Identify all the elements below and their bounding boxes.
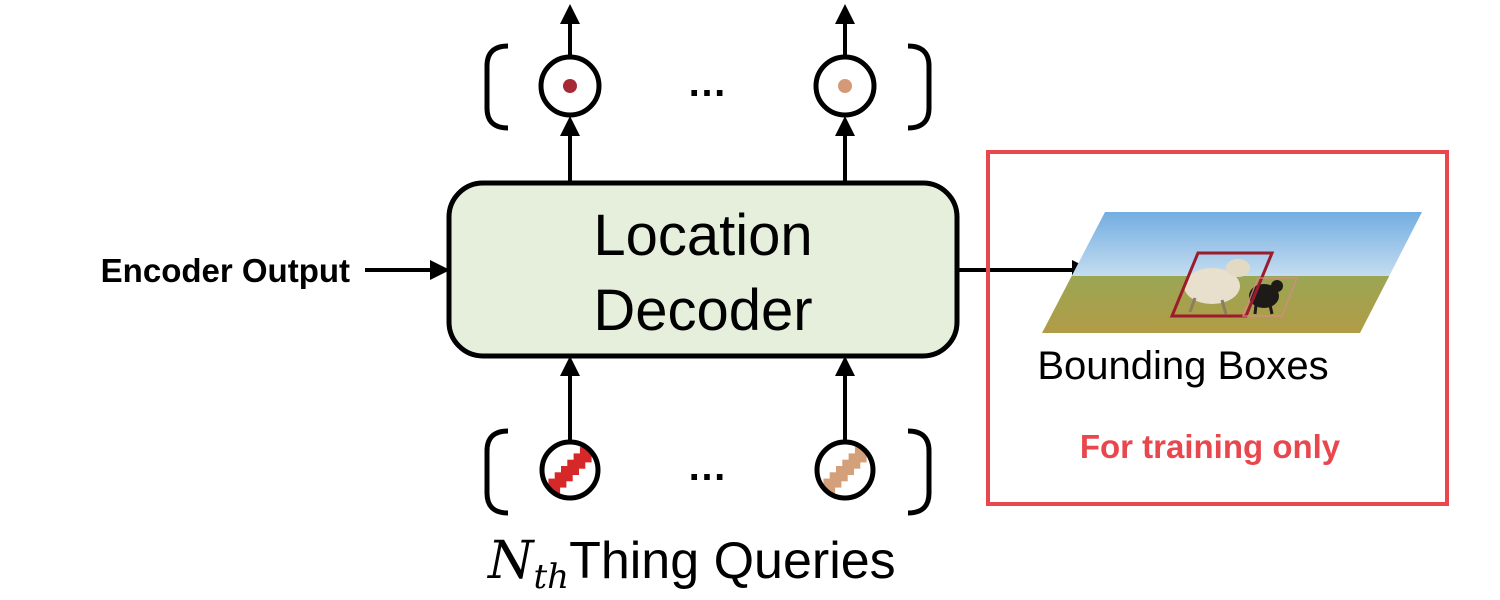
output-bracket-right: [907, 43, 932, 131]
thing-query-1: [539, 439, 601, 501]
bounding-boxes-caption: Bounding Boxes: [1037, 344, 1328, 388]
output-dot-1: [563, 79, 577, 93]
query-ellipsis: …: [687, 445, 727, 489]
bounding-box-2: [1241, 277, 1299, 317]
queries-math-subscript: th: [534, 557, 570, 597]
output-dot-2: [838, 79, 852, 93]
output-embedding-1: [538, 54, 602, 118]
query-bracket-left: [484, 428, 509, 516]
output-ellipsis: …: [687, 61, 727, 105]
encoder-output-label: Encoder Output: [101, 252, 350, 289]
training-only-note: For training only: [1080, 428, 1341, 465]
decoder-title-line1: Location: [593, 203, 812, 268]
output-bracket-left: [484, 43, 509, 131]
output-embedding-2: [813, 54, 877, 118]
queries-label-text: Thing Queries: [569, 532, 896, 590]
thing-query-2: [814, 439, 876, 501]
decoder-title-line2: Decoder: [593, 278, 812, 343]
queries-math-symbol: N: [486, 531, 535, 591]
query-bracket-right: [907, 428, 932, 516]
queries-label: NthThing Queries: [486, 531, 896, 597]
sheep-image: [1042, 212, 1422, 333]
training-only-box: [986, 150, 1449, 506]
